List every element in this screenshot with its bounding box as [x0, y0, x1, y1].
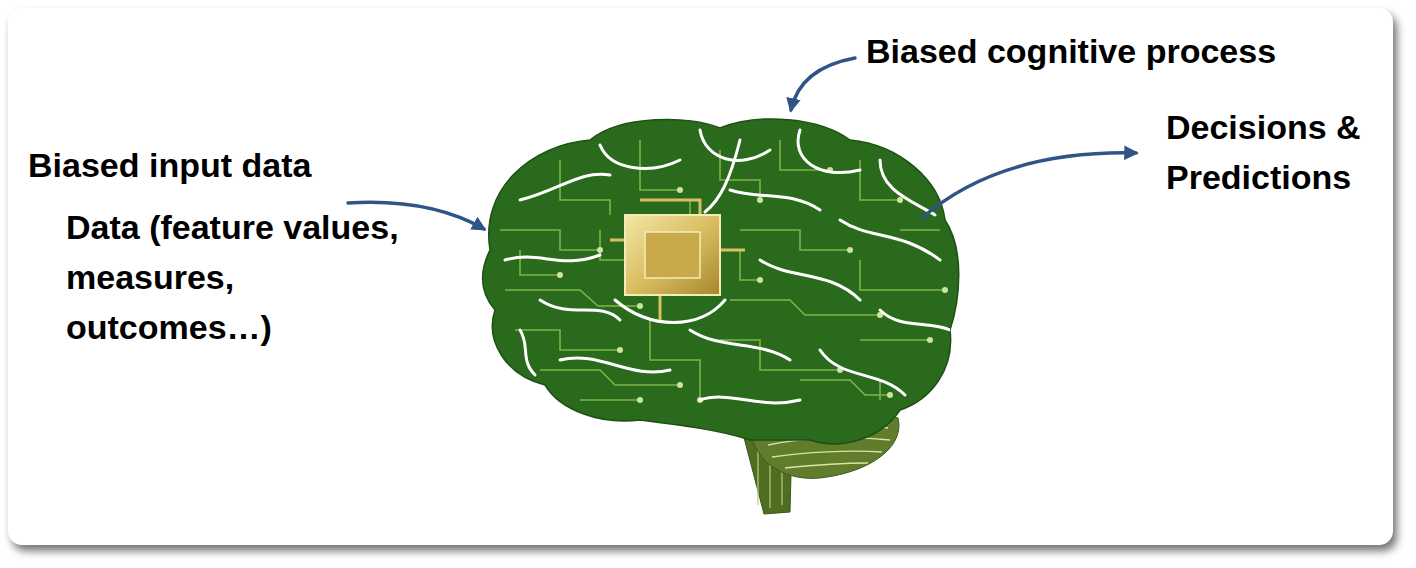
- circuit-pads: [757, 197, 763, 203]
- circuit-traces: [560, 160, 610, 215]
- output-heading: Decisions & Predictions: [1166, 102, 1398, 202]
- processor-chip: [645, 232, 700, 278]
- processor-chip: [625, 215, 720, 295]
- circuit-traces: [640, 140, 680, 190]
- brain-sulci: [540, 300, 620, 320]
- circuit-traces: [600, 230, 625, 260]
- circuit-pads: [557, 167, 948, 403]
- circuit-pads: [897, 197, 903, 203]
- processor-chip: [610, 200, 745, 320]
- stem-traces: [757, 450, 758, 505]
- brain-sulci: [600, 145, 680, 168]
- brain-sulci: [730, 190, 820, 210]
- circuit-traces: [515, 330, 620, 350]
- circuit-traces: [500, 230, 600, 250]
- circuit-traces: [860, 339, 930, 341]
- brain-sulci: [880, 160, 935, 215]
- brain-sulci: [505, 255, 600, 261]
- circuit-traces: [720, 250, 760, 280]
- circuit-pads: [637, 397, 643, 403]
- circuit-traces: [500, 140, 945, 400]
- circuit-traces: [780, 140, 830, 170]
- circuit-traces: [740, 230, 850, 250]
- brain-sulci: [840, 220, 940, 260]
- input-description: Data (feature values, measures, outcomes…: [66, 202, 411, 352]
- cerebellum-traces: [785, 463, 868, 468]
- circuit-traces: [520, 250, 560, 275]
- circuit-pads: [942, 287, 948, 293]
- brain-sulci: [505, 130, 950, 403]
- circuit-pads: [617, 347, 623, 353]
- circuit-traces: [580, 399, 640, 401]
- brain-sulci: [615, 300, 725, 323]
- circuit-traces: [900, 229, 940, 231]
- circuit-pads: [637, 303, 643, 309]
- circuit-traces: [730, 300, 880, 315]
- brain-sulci: [760, 260, 860, 300]
- circuit-traces: [800, 380, 890, 395]
- output-arrow: [922, 153, 1136, 218]
- process-heading: Biased cognitive process: [866, 26, 1276, 76]
- circuit-traces: [689, 200, 691, 215]
- processor-chip: [610, 200, 745, 320]
- brain-sulci: [560, 358, 670, 372]
- cerebellum-traces: [772, 451, 882, 457]
- brain-sulci: [520, 330, 535, 375]
- circuit-pads: [847, 247, 853, 253]
- circuit-pads: [927, 337, 933, 343]
- arrows: [348, 58, 1136, 229]
- brain-sulci: [700, 397, 800, 403]
- process-arrow: [791, 58, 855, 110]
- brain-illustration: [500, 130, 950, 403]
- circuit-pads: [597, 247, 603, 253]
- input-heading: Biased input data: [28, 140, 311, 190]
- brain-sulci: [690, 330, 790, 360]
- circuit-traces: [860, 260, 945, 290]
- brain-sulci: [520, 174, 610, 200]
- circuit-pads: [557, 272, 563, 278]
- circuit-pads: [757, 277, 763, 283]
- circuit-pads: [887, 392, 893, 398]
- circuit-pads: [677, 382, 683, 388]
- circuit-pads: [677, 187, 683, 193]
- brain-sulci: [820, 350, 905, 395]
- brain-sulci: [798, 130, 860, 173]
- brain-outline: [482, 119, 958, 444]
- brain-sulci: [880, 310, 950, 330]
- circuit-traces: [879, 380, 881, 400]
- brain-sulci: [705, 140, 740, 212]
